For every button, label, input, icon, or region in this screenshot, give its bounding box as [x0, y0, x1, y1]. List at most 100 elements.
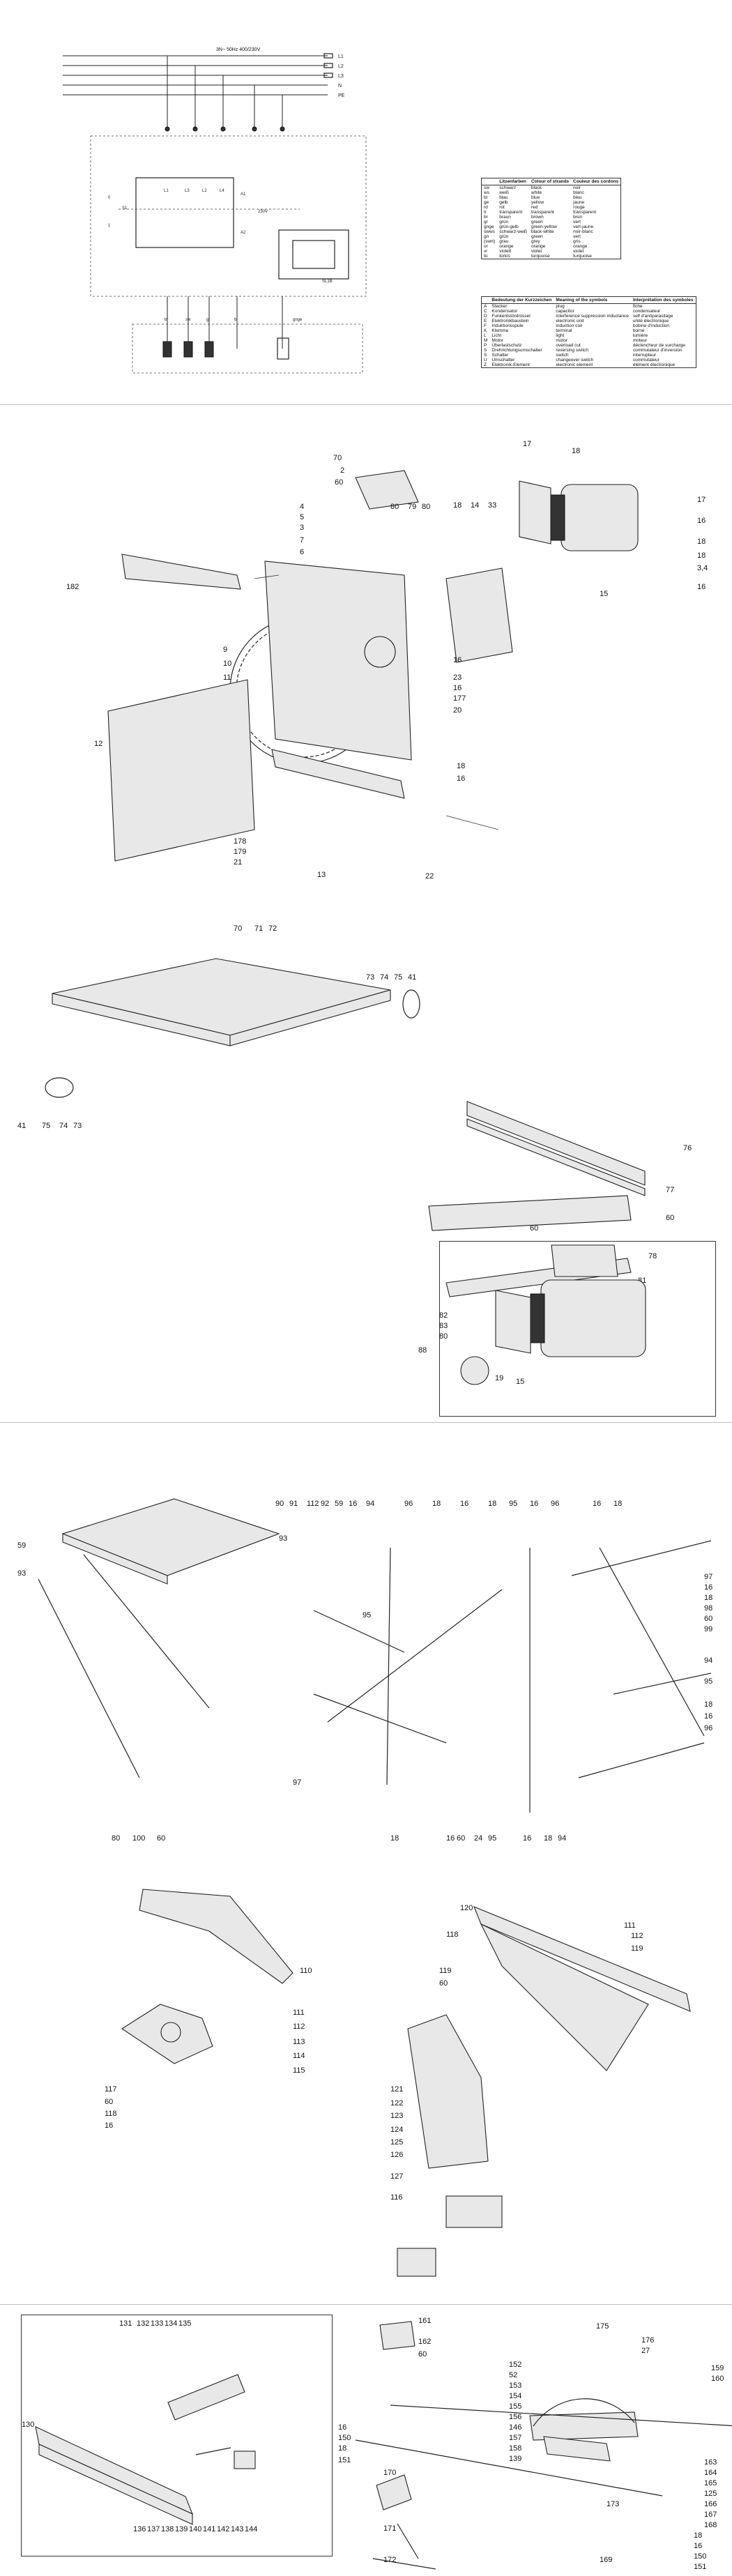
saw-part-label: 60 [335, 478, 343, 487]
symbol-cell: bobine d'induction [632, 323, 670, 328]
symbol-cell: D [484, 314, 487, 319]
line-n: N [338, 84, 342, 89]
supply-lines [63, 53, 333, 96]
left-clamp [45, 1077, 74, 1098]
relay-label: SL1B [322, 280, 333, 284]
mitre-guide-bar [355, 2439, 663, 2497]
colour-cell: schwarz [499, 185, 517, 190]
mitre-part-label: 151 [338, 2456, 351, 2464]
symbol-cell: C [484, 309, 487, 314]
term-br: br [165, 318, 168, 322]
mitre-part-label: 161 [418, 2317, 431, 2325]
saw-part-label: 10 [223, 660, 231, 668]
saw-part-label: 16 [457, 775, 465, 783]
mitre-part-label: 60 [418, 2350, 427, 2358]
saw-part-label: 5 [300, 513, 304, 521]
stand-part-label: 100 [132, 1834, 145, 1843]
mitre-part-label: 18 [694, 2531, 702, 2540]
saw-part-label: 3,4 [697, 564, 708, 572]
mitre-part-label: 157 [509, 2434, 521, 2442]
stand-part-label: 18 [613, 1500, 622, 1508]
saw-part-label: 4 [300, 503, 304, 511]
mitre-part-label: 167 [704, 2510, 717, 2519]
saw-part-label: 16 [697, 583, 706, 591]
stand-part-label: 96 [404, 1500, 413, 1508]
symbol-cell: moteur [632, 338, 648, 343]
table-part-label: 73 [73, 1122, 82, 1130]
saw-part-label: 3 [300, 524, 304, 532]
saw-part-label: 13 [317, 871, 326, 879]
symbol-cell: S [484, 348, 487, 353]
symbol-cell: Elektronik-Element [491, 363, 530, 367]
contact-mid-1: L1 [164, 189, 169, 193]
colour-cell: vert-jaune [573, 224, 594, 229]
stand-part-label: 97 [704, 1573, 712, 1581]
symbol-cell: E [484, 319, 487, 323]
mitre-base [543, 2436, 611, 2462]
colour-cell: green-yellow [531, 224, 557, 229]
stand-part-label: 90 [275, 1500, 284, 1508]
stand-part-label: 92 [321, 1500, 329, 1508]
stand-part-label: 16 [593, 1500, 601, 1508]
fence-part-label: 140 [189, 2525, 201, 2533]
fence-rail-1 [466, 1101, 646, 1186]
stand-part-label: 95 [509, 1500, 517, 1508]
symbol-cell: Funkentstördrossel [491, 314, 531, 319]
extension-part-label: 115 [293, 2066, 305, 2075]
stand-part-label: 59 [335, 1500, 343, 1508]
extension-part-label: 113 [293, 2038, 305, 2046]
saw-part-label: 16 [453, 684, 462, 692]
colour-cell: violett [499, 249, 512, 254]
term-gnge: gnge [293, 318, 303, 322]
extension-part-label: 123 [390, 2112, 403, 2120]
table-part-label: 74 [59, 1122, 68, 1130]
mitre-part-label: 173 [607, 2500, 619, 2508]
saw-part-label: 182 [66, 583, 79, 591]
symbol-cell: Motor [491, 338, 504, 343]
saw-part-label: 80 [422, 503, 430, 511]
mitre-part-label: 52 [509, 2371, 517, 2379]
symbol-cell: A [484, 304, 487, 309]
stand-part-label: 97 [293, 1778, 301, 1787]
symbol-cell: changeover switch [556, 358, 594, 363]
table-part-label: 41 [17, 1122, 26, 1130]
mitre-part-label: 150 [694, 2552, 706, 2561]
saw-part-label: 21 [234, 858, 242, 867]
colour-cell: jaune [573, 200, 585, 205]
section-divider-2 [0, 1422, 732, 1423]
symbol-cell: lumière [632, 333, 648, 338]
fence-part-label: 137 [147, 2525, 160, 2533]
contact-mid-4: L4 [220, 189, 224, 193]
table-part-label: 80 [439, 1332, 448, 1341]
mitre-lever [376, 2474, 412, 2510]
saw-part-label: 18 [457, 762, 465, 770]
stand-part-label: 93 [279, 1534, 287, 1543]
fence-part-label: 139 [175, 2525, 188, 2533]
colour-cell: violet [531, 249, 542, 254]
saw-part-label: 16 [453, 656, 462, 664]
line-l1: L1 [338, 54, 344, 59]
symbol-cell: capacitor [556, 309, 574, 314]
colour-cell: (swrt) [484, 239, 496, 244]
switch-box-outline [90, 135, 367, 297]
term-sw: sw [185, 318, 191, 322]
colour-cell: transparent [531, 210, 554, 215]
colour-cell: orange [573, 244, 588, 249]
stand-part-label: 16 [704, 1583, 712, 1592]
switch-unit [551, 1244, 618, 1277]
table-part-label: 77 [666, 1186, 674, 1194]
symbol-cell: Z [484, 363, 487, 367]
section-divider-3 [0, 2304, 732, 2305]
symbol-cell: plug [556, 304, 565, 309]
stand-part-label: 16 [530, 1500, 538, 1508]
